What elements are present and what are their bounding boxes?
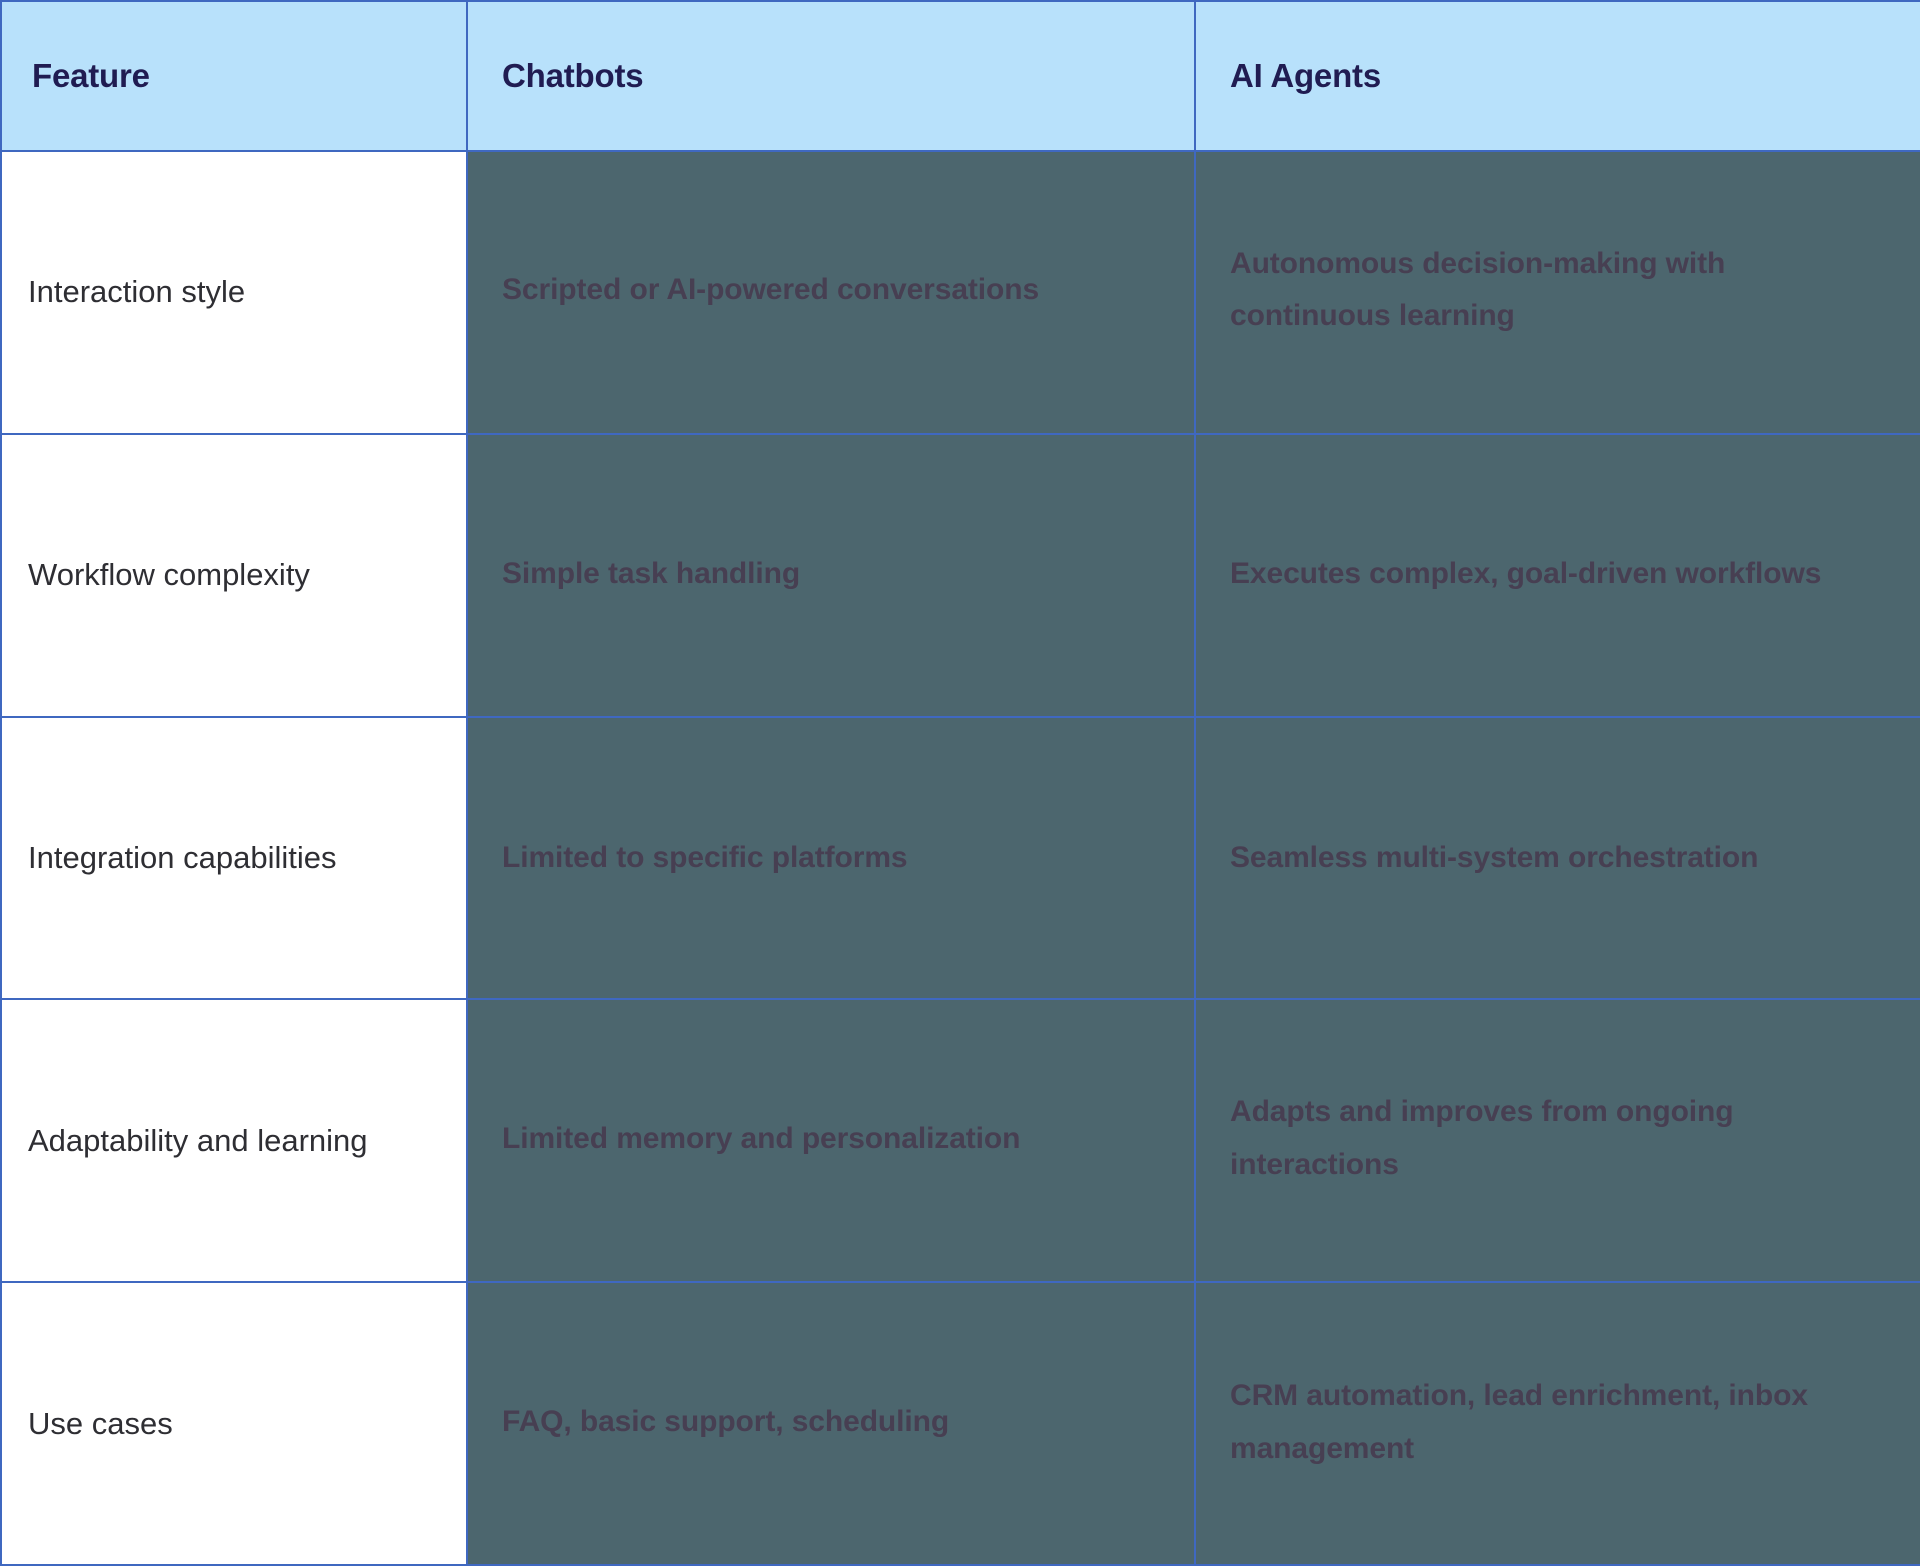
column-header-feature-label: Feature bbox=[32, 57, 150, 95]
table-row: Workflow complexity Simple task handling… bbox=[0, 432, 1920, 718]
cell-feature-text: Adaptability and learning bbox=[28, 1122, 368, 1158]
cell-chatbots-text: Limited memory and personalization bbox=[502, 1121, 1021, 1155]
cell-ai-agents: Autonomous decision-making with continuo… bbox=[1194, 150, 1920, 435]
table-row: Adaptability and learning Limited memory… bbox=[0, 998, 1920, 1284]
column-header-feature: Feature bbox=[0, 0, 468, 152]
cell-ai-agents: Executes complex, goal-driven workflows bbox=[1194, 432, 1920, 718]
header-row: Feature Chatbots AI Agents bbox=[0, 0, 1920, 152]
cell-ai-agents-text: Seamless multi-system orchestration bbox=[1230, 840, 1759, 874]
column-header-chatbots-label: Chatbots bbox=[502, 57, 644, 95]
cell-feature-text: Integration capabilities bbox=[28, 840, 337, 876]
column-header-ai-agents-label: AI Agents bbox=[1230, 57, 1381, 95]
table-row: Integration capabilities Limited to spec… bbox=[0, 715, 1920, 1001]
cell-chatbots: Scripted or AI-powered conversations bbox=[466, 150, 1196, 435]
cell-chatbots-text: Limited to specific platforms bbox=[502, 840, 908, 874]
cell-ai-agents: Seamless multi-system orchestration bbox=[1194, 715, 1920, 1001]
cell-feature: Adaptability and learning bbox=[0, 998, 468, 1284]
cell-feature-text: Workflow complexity bbox=[28, 557, 310, 593]
table-row: Interaction style Scripted or AI-powered… bbox=[0, 150, 1920, 435]
cell-ai-agents-text: CRM automation, lead enrichment, inbox m… bbox=[1230, 1379, 1808, 1465]
cell-ai-agents: Adapts and improves from ongoing interac… bbox=[1194, 998, 1920, 1284]
column-header-chatbots: Chatbots bbox=[466, 0, 1196, 152]
table-header: Feature Chatbots AI Agents bbox=[0, 0, 1920, 152]
cell-ai-agents-text: Adapts and improves from ongoing interac… bbox=[1230, 1095, 1734, 1181]
cell-ai-agents: CRM automation, lead enrichment, inbox m… bbox=[1194, 1281, 1920, 1566]
cell-feature-text: Use cases bbox=[28, 1405, 173, 1441]
cell-chatbots-text: FAQ, basic support, scheduling bbox=[502, 1405, 950, 1439]
column-header-ai-agents: AI Agents bbox=[1194, 0, 1920, 152]
table-row: Use cases FAQ, basic support, scheduling… bbox=[0, 1281, 1920, 1566]
cell-chatbots: FAQ, basic support, scheduling bbox=[466, 1281, 1196, 1566]
table-body: Interaction style Scripted or AI-powered… bbox=[0, 150, 1920, 1566]
cell-chatbots: Limited memory and personalization bbox=[466, 998, 1196, 1284]
cell-chatbots: Simple task handling bbox=[466, 432, 1196, 718]
cell-feature: Integration capabilities bbox=[0, 715, 468, 1001]
cell-ai-agents-text: Executes complex, goal-driven workflows bbox=[1230, 556, 1822, 590]
cell-feature: Use cases bbox=[0, 1281, 468, 1566]
cell-feature: Interaction style bbox=[0, 150, 468, 435]
cell-chatbots-text: Simple task handling bbox=[502, 556, 801, 590]
cell-feature-text: Interaction style bbox=[28, 274, 246, 310]
cell-ai-agents-text: Autonomous decision-making with continuo… bbox=[1230, 246, 1726, 333]
cell-chatbots: Limited to specific platforms bbox=[466, 715, 1196, 1001]
cell-chatbots-text: Scripted or AI-powered conversations bbox=[502, 273, 1040, 307]
cell-feature: Workflow complexity bbox=[0, 432, 468, 718]
